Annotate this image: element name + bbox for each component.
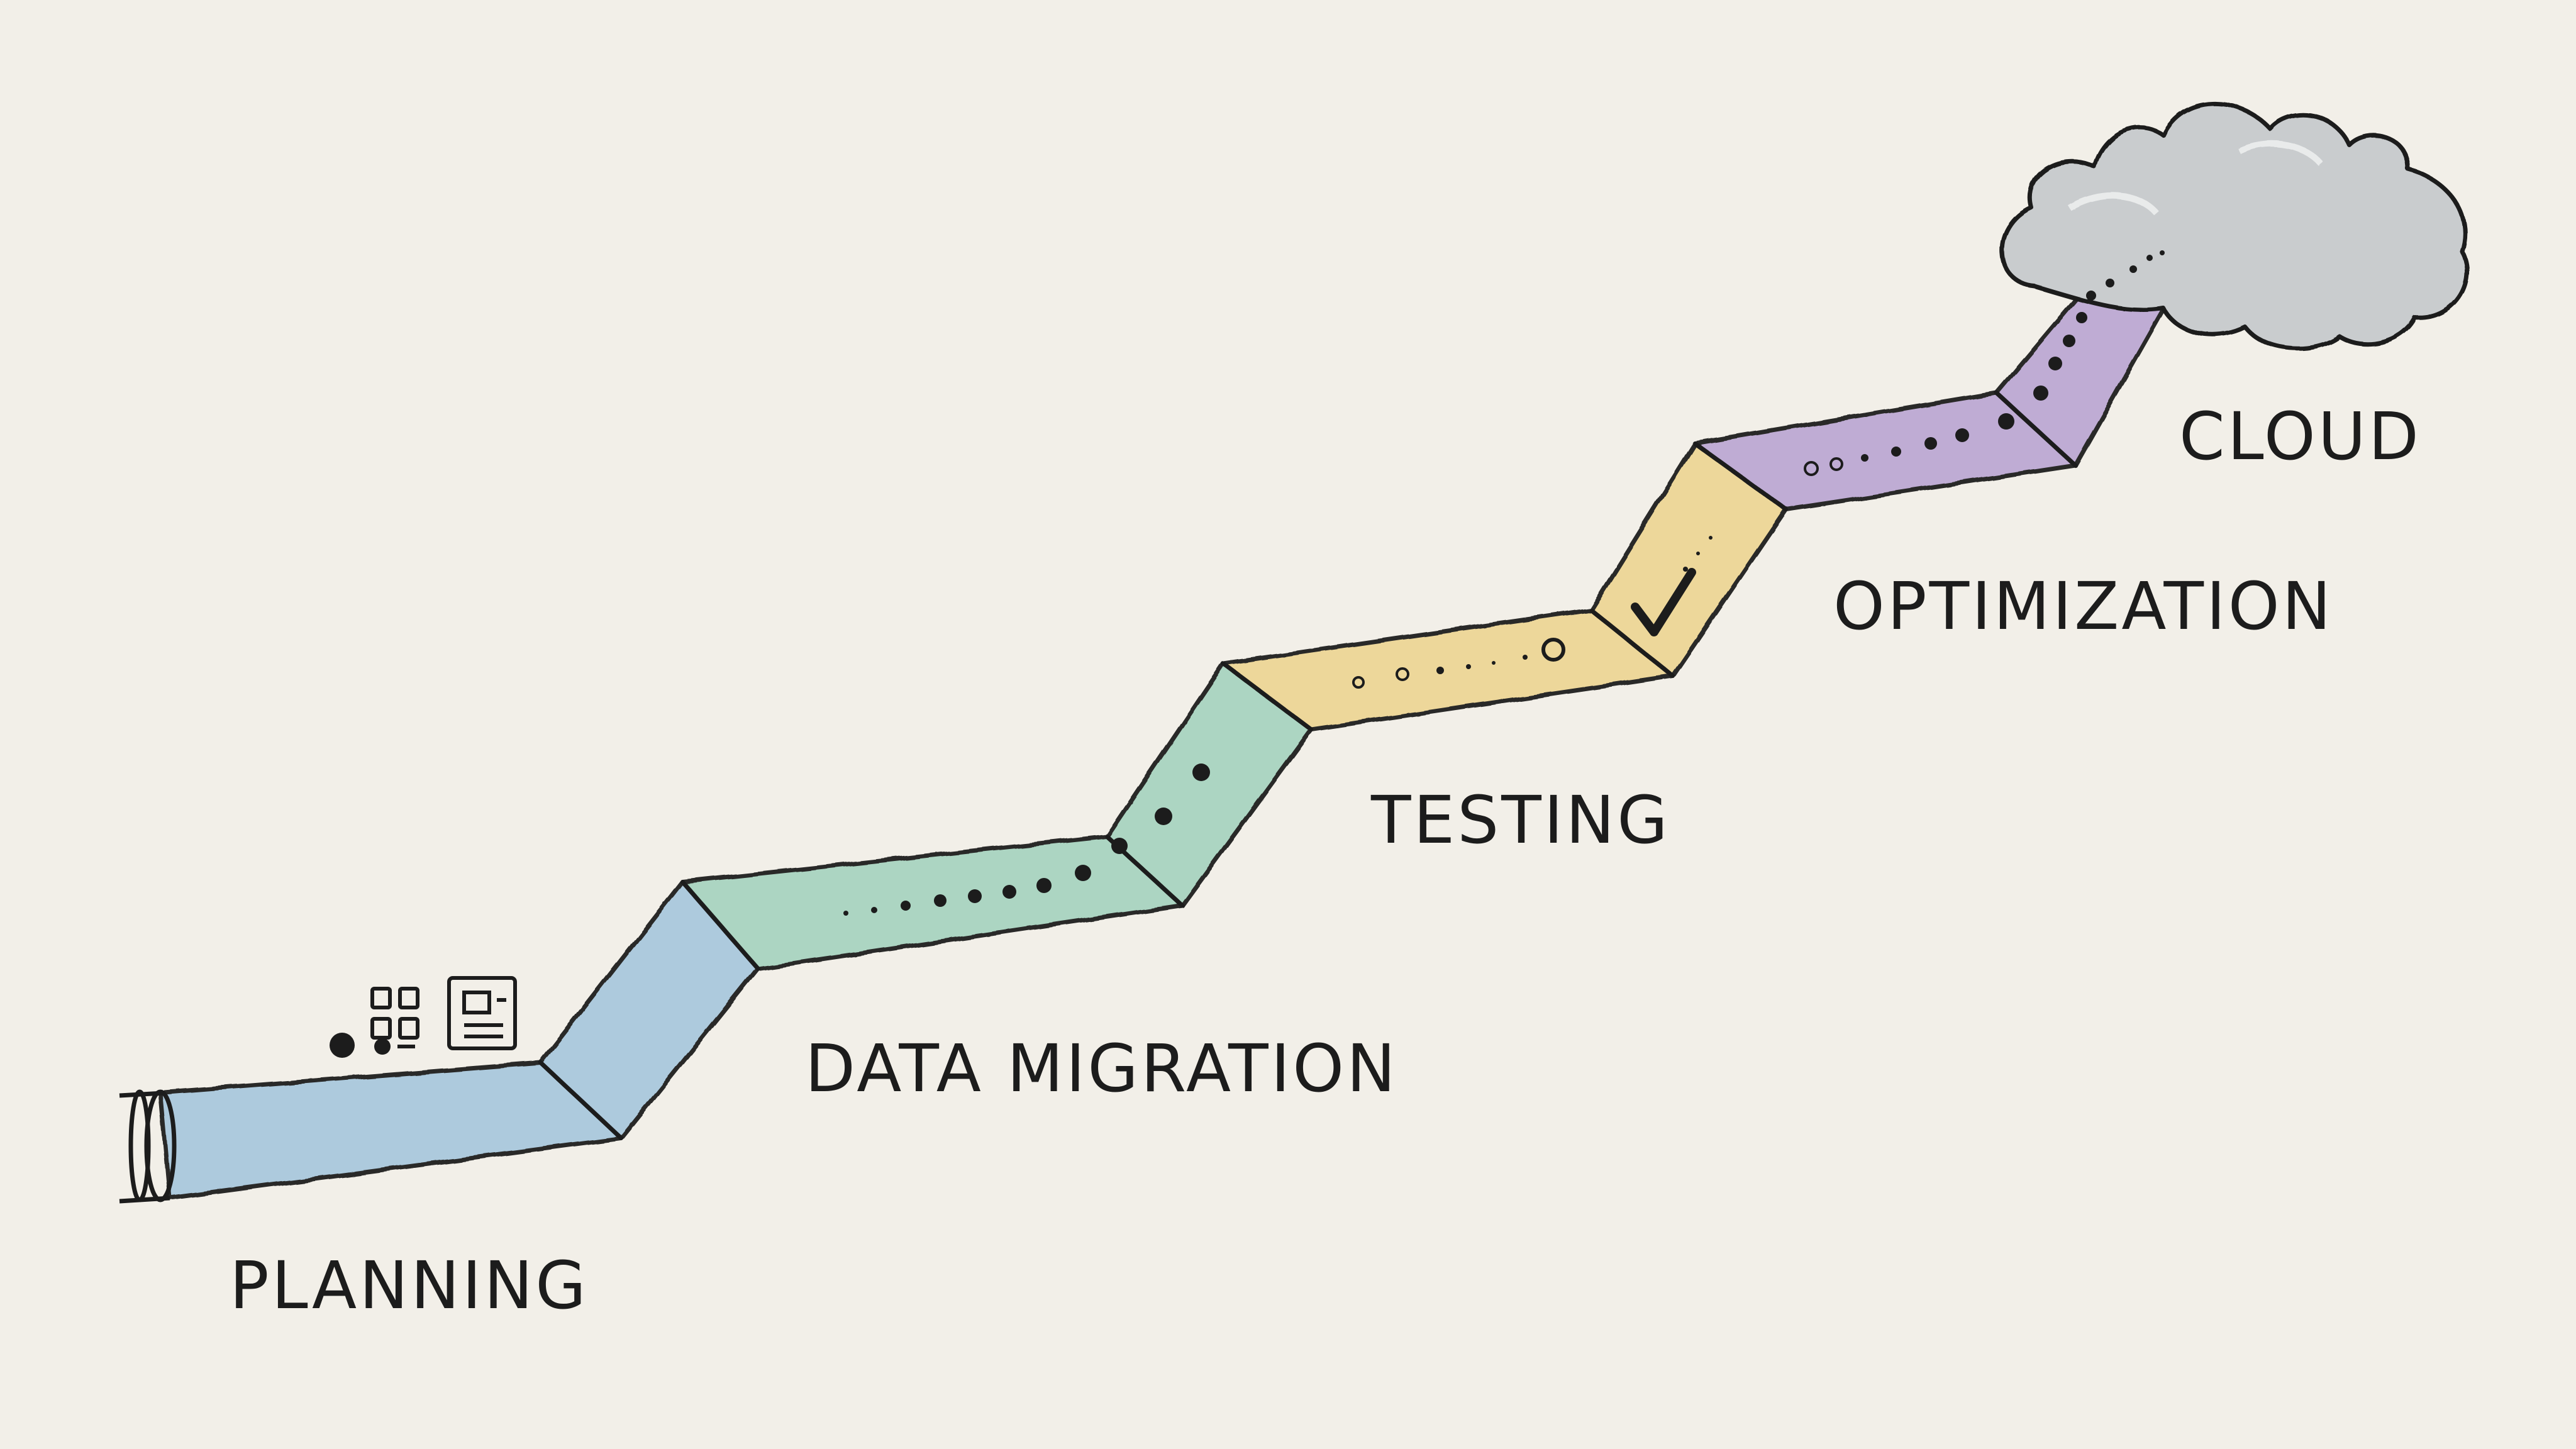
stage-label-optimization: OPTIMIZATION bbox=[1833, 568, 2333, 645]
cloud-icon bbox=[2000, 101, 2470, 351]
pipe-segment-data-migration bbox=[680, 834, 1185, 971]
checkmark-icon bbox=[1631, 568, 1696, 636]
stage-label-data-migration: DATA MIGRATION bbox=[805, 1030, 1398, 1107]
dots-icon bbox=[330, 1033, 415, 1058]
dashboard-icon bbox=[370, 976, 517, 1050]
pipe-segment-testing bbox=[1221, 608, 1675, 732]
stage-label-cloud: CLOUD bbox=[2179, 398, 2421, 475]
pipe bbox=[158, 271, 2185, 1201]
pipe-segment-planning bbox=[158, 1060, 624, 1201]
stage-label-planning: PLANNING bbox=[230, 1247, 589, 1324]
stage-label-testing: TESTING bbox=[1370, 782, 1670, 858]
pipe-end-cap bbox=[119, 1089, 177, 1204]
flow-dots bbox=[843, 250, 2165, 916]
